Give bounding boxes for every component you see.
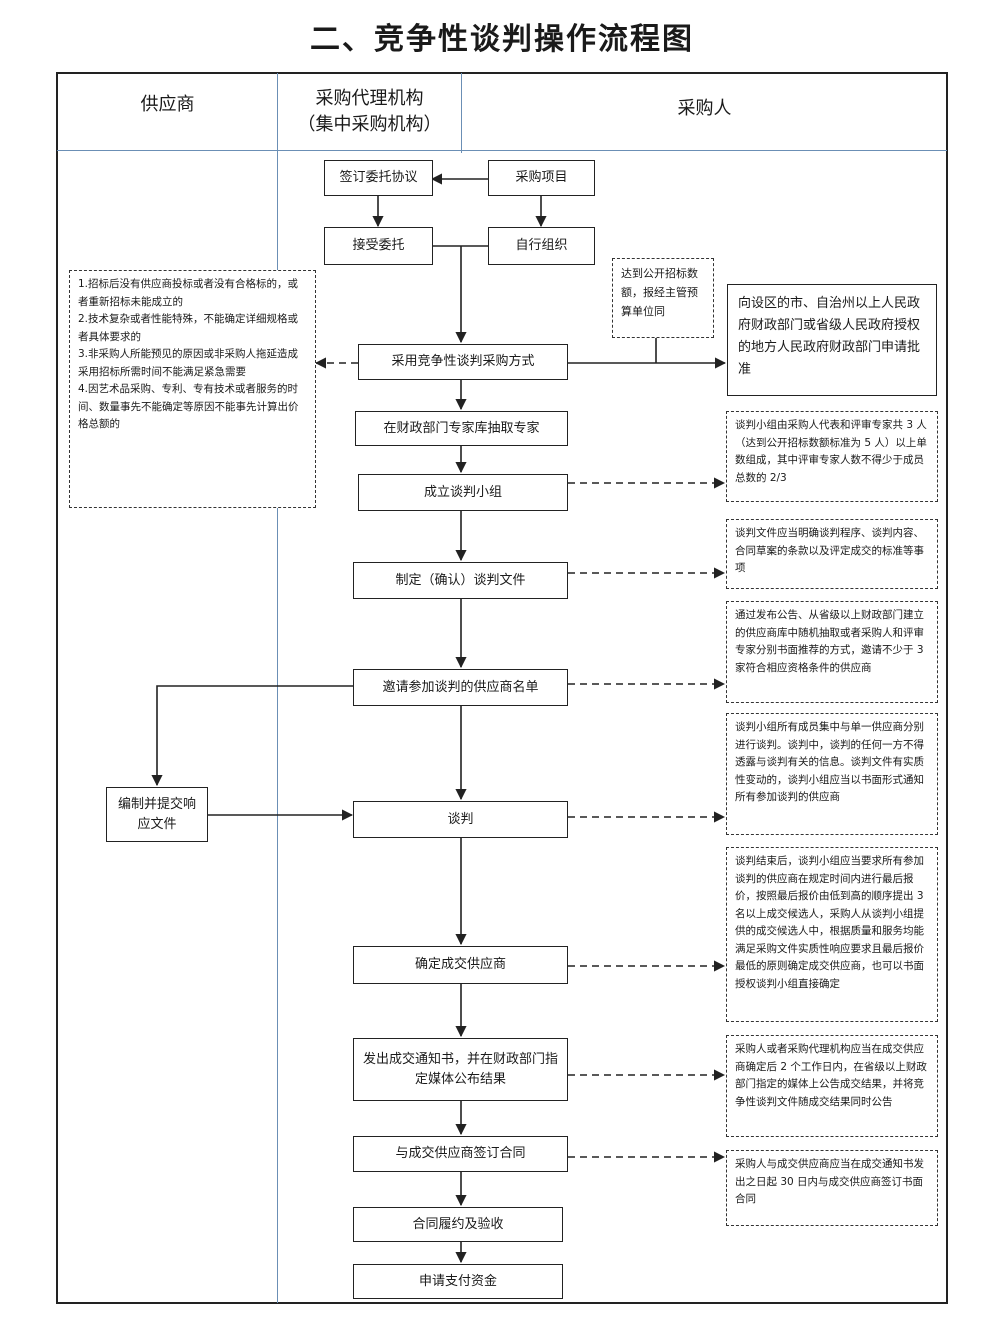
step-draw-experts: 在财政部门专家库抽取专家 [355, 411, 568, 446]
condition-item: 4.因艺术品采购、专利、专有技术或者服务的时间、数量事先不能确定等原因不能事先计… [78, 383, 299, 430]
step-issue-notice: 发出成交通知书，并在财政部门指定媒体公布结果 [353, 1038, 568, 1101]
step-perform-accept: 合同履约及验收 [353, 1207, 563, 1242]
step-prepare-response: 编制并提交响应文件 [106, 787, 208, 842]
step-sign-contract: 与成交供应商签订合同 [353, 1136, 568, 1172]
condition-item: 2.技术复杂或者性能特殊，不能确定详细规格或者具体要求的 [78, 313, 299, 343]
note-negotiate-rule: 谈判小组所有成员集中与单一供应商分别进行谈判。谈判中，谈判的任何一方不得透露与谈… [726, 713, 938, 835]
step-negotiate: 谈判 [353, 801, 568, 838]
note-threshold: 达到公开招标数额，报经主管预算单位同 [612, 258, 714, 338]
step-adopt-method: 采用竞争性谈判采购方式 [358, 344, 568, 380]
note-invite-method: 通过发布公告、从省级以上财政部门建立的供应商库中随机抽取或者采购人和评审专家分别… [726, 601, 938, 703]
lane-header-supplier: 供应商 [140, 94, 195, 115]
note-conditions: 1.招标后没有供应商投标或者没有合格标的，或者重新招标未能成立的 2.技术复杂或… [69, 270, 316, 508]
step-accept-commission: 接受委托 [324, 227, 433, 265]
condition-item: 1.招标后没有供应商投标或者没有合格标的，或者重新招标未能成立的 [78, 278, 299, 308]
note-final-quote: 谈判结束后，谈判小组应当要求所有参加谈判的供应商在规定时间内进行最后报价，按照最… [726, 847, 938, 1022]
step-invite-list: 邀请参加谈判的供应商名单 [353, 669, 568, 706]
step-confirm-supplier: 确定成交供应商 [353, 946, 568, 984]
step-sign-agreement: 签订委托协议 [324, 160, 433, 196]
step-self-organize: 自行组织 [488, 227, 595, 265]
note-contract-rule: 采购人与成交供应商应当在成交通知书发出之日起 30 日内与成交供应商签订书面合同 [726, 1150, 938, 1226]
lane-header-divider [57, 150, 947, 151]
page-title: 二、竞争性谈判操作流程图 [310, 22, 694, 57]
step-form-group: 成立谈判小组 [358, 474, 568, 511]
lane-header-agency-line2: （集中采购机构） [297, 114, 442, 135]
step-purchase-project: 采购项目 [488, 160, 595, 196]
note-doc-content: 谈判文件应当明确谈判程序、谈判内容、合同草案的条款以及评定成交的标准等事项 [726, 519, 938, 589]
condition-item: 3.非采购人所能预见的原因或非采购人拖延造成采用招标所需时间不能满足紧急需要 [78, 348, 299, 378]
arrow-invite-to-response [151, 685, 353, 787]
note-approval: 向设区的市、自治州以上人民政府财政部门或省级人民政府授权的地方人民政府财政部门申… [727, 284, 937, 396]
note-group-composition: 谈判小组由采购人代表和评审专家共 3 人（达到公开招标数额标准为 5 人）以上单… [726, 411, 938, 502]
step-draft-docs: 制定（确认）谈判文件 [353, 562, 568, 599]
flowchart-frame [56, 72, 948, 1304]
lane-header-agency-line1: 采购代理机构 [315, 88, 424, 109]
lane-header-purchaser: 采购人 [677, 98, 732, 119]
note-notice-rule: 采购人或者采购代理机构应当在成交供应商确定后 2 个工作日内，在省级以上财政部门… [726, 1035, 938, 1137]
lane-divider-supplier-agency [277, 73, 278, 1303]
lane-divider-agency-purchaser [461, 73, 462, 153]
lane-header-agency: 采购代理机构 （集中采购机构） [278, 86, 461, 138]
step-apply-payment: 申请支付资金 [353, 1264, 563, 1299]
